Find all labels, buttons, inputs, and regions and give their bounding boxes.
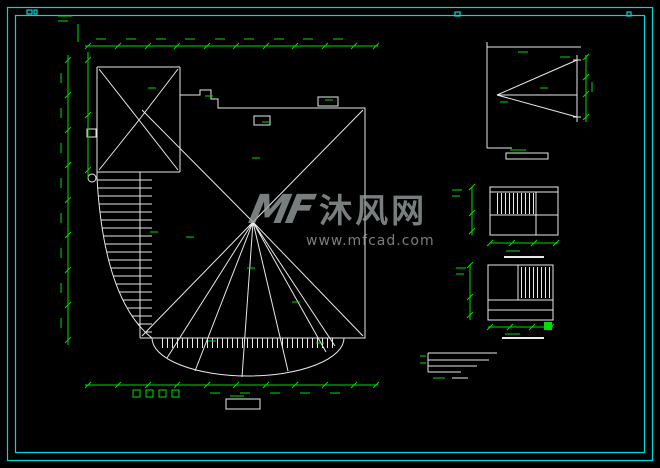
detail-top-title-bar [505,152,549,160]
roof-vent [317,96,339,107]
notes-marks [420,355,445,379]
notes-block [420,352,497,379]
sheet-frame [6,6,654,462]
wing-hip-lines [98,68,179,171]
bottom-detail-symbols [132,389,180,398]
wall-niche [86,128,97,138]
frame-corner-mark [33,9,38,15]
roof-hatch-box [253,115,271,126]
roof-plan [86,66,366,378]
main-title-bar [225,398,261,410]
main-title-block [225,395,261,410]
inner-border [14,14,646,454]
detail-mid-lines [489,186,559,236]
curved-stair-hatch [97,178,152,338]
column-marker [87,173,97,183]
left-dimension [60,52,92,345]
frame-top-mark [626,11,632,17]
frame-top-mark [454,11,461,17]
plan-annotation-marks [58,15,333,344]
detail-mid-tread-hatch [496,193,534,214]
terrace-tread-hatch [160,338,336,348]
notes-lines [427,352,497,379]
outer-border [6,6,654,462]
green-marker [544,322,552,330]
stair-detail-top [486,42,593,160]
bottom-dimension [84,381,380,394]
hip-roof-lines [141,109,364,378]
detail-mid-dims [452,183,560,252]
dimension-lines [58,15,380,398]
detail-top-dims [500,51,593,151]
detail-top-lines [486,42,581,149]
detail-bot-lines [487,264,554,321]
building-outline [96,66,366,339]
terrace-arc [151,337,345,377]
frame-corner-mark [26,9,33,15]
top-dimension [84,38,380,50]
detail-bot-tread-hatch [519,267,551,298]
stair-detail-bottom [456,261,555,339]
stair-detail-middle [452,183,560,258]
